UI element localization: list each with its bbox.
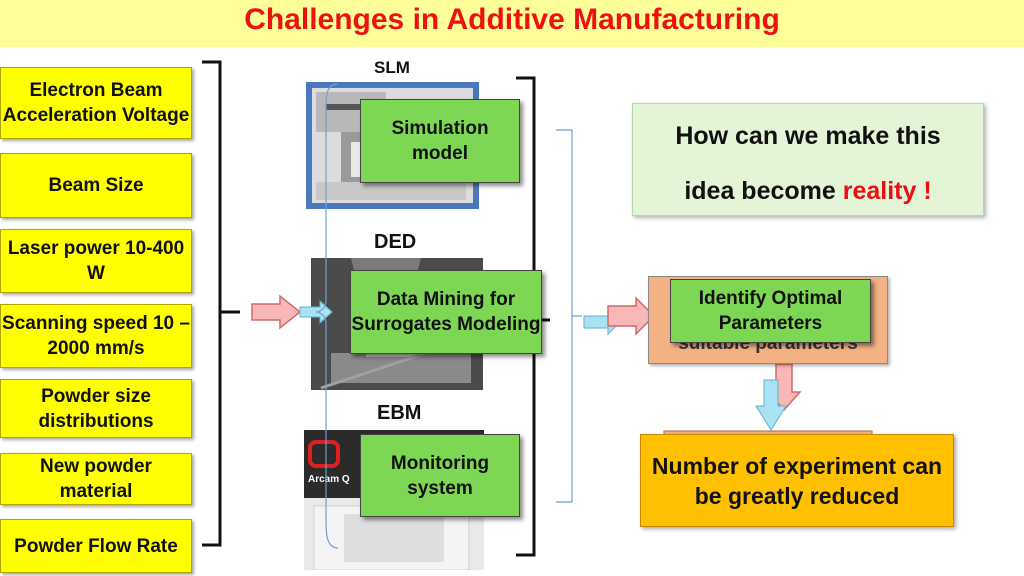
left-bracket — [202, 60, 222, 547]
param-scanning-speed: Scanning speed 10 – 2000 mm/s — [0, 304, 192, 368]
question-box: How can we make this idea become reality… — [632, 103, 984, 216]
monitoring-system-box: Monitoring system — [360, 434, 520, 517]
param-powder-size: Powder size distributions — [0, 379, 192, 438]
process-label-ebm: EBM — [377, 402, 422, 424]
arrow-to-processes — [251, 294, 302, 330]
arrow-to-identify — [607, 296, 656, 336]
arcam-logo-text: Arcam Q — [308, 474, 350, 485]
param-electron-beam-voltage: Electron Beam Acceleration Voltage — [0, 67, 192, 139]
result-box: Number of experiment can be greatly redu… — [640, 434, 954, 527]
title-bar — [0, 0, 1024, 47]
data-mining-box: Data Mining for Surrogates Modeling — [350, 270, 542, 354]
process-label-ded: DED — [374, 231, 417, 253]
question-line-2: idea become reality ! — [633, 177, 983, 206]
param-powder-flow-rate: Powder Flow Rate — [0, 519, 192, 573]
question-highlight: reality ! — [842, 177, 932, 205]
identify-optimal-parameters-box: Identify Optimal Parameters — [670, 279, 871, 343]
arrow-down-blue — [755, 379, 787, 431]
process-label-slm: SLM — [374, 58, 410, 77]
methods-bracket — [556, 129, 573, 503]
param-new-powder: New powder material — [0, 453, 192, 505]
question-line-1: How can we make this — [675, 122, 941, 150]
param-laser-power: Laser power 10-400 W — [0, 229, 192, 293]
question-line-2-prefix: idea become — [684, 177, 843, 205]
param-beam-size: Beam Size — [0, 153, 192, 218]
page-title: Challenges in Additive Manufacturing — [244, 3, 780, 36]
simulation-model-box: Simulation model — [360, 99, 520, 183]
process-bracket — [315, 83, 339, 549]
